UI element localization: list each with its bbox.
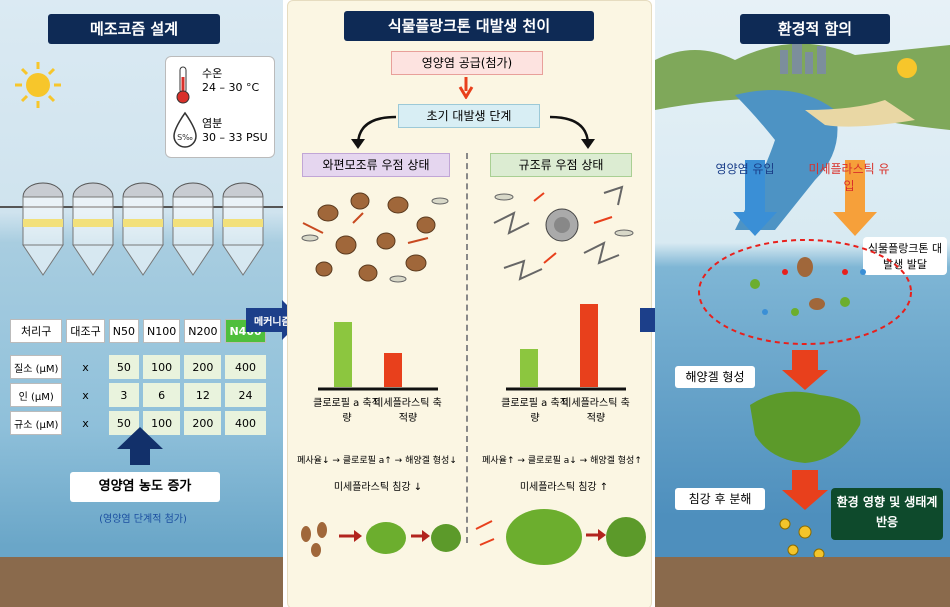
temp-label: 수온: [202, 67, 223, 80]
inflow-arrows-icon: [733, 160, 877, 236]
thermometer-icon: [176, 66, 190, 104]
table-row: 인 (μM) x 3 6 12 24: [10, 383, 266, 407]
salinity-label: 염분: [202, 117, 223, 130]
mesocosm-title: 메조코즘 설계: [48, 14, 220, 44]
diatom-illustration: [493, 185, 634, 281]
table-cell: x: [82, 388, 89, 402]
sink-right: 미세플라스틱 침강 ↑: [519, 482, 609, 493]
table-cell: 3: [108, 383, 139, 407]
gel-formation-right-illustration: [475, 509, 646, 565]
chain-right: 폐사율↑ → 클로로필 a↓ → 해양겔 형성↑: [482, 456, 642, 466]
sink-down-arrow-icon: [782, 470, 828, 510]
table-cell: 6: [142, 383, 181, 407]
dinoflagellate-illustration: [301, 192, 449, 283]
table-header-cell: 처리구: [10, 319, 63, 343]
table-row: 규소 (μM) x 50 100 200 400: [10, 411, 266, 435]
treatment-table: 처리구 대조구 N50 N100 N200 N400 질소 (μM) x 50 …: [6, 315, 270, 439]
table-cell: 400: [225, 355, 266, 379]
bar-dino-chlorophyll: [334, 322, 352, 387]
supply-label: 영양염 공급(첨가): [391, 51, 543, 75]
chain-left: 폐사율↓ → 클로로필 a↑ → 해양겔 형성↓: [297, 456, 457, 466]
dino-dominant-label: 와편모조류 우점 상태: [302, 153, 450, 177]
bloom-ellipse: [698, 239, 912, 345]
table-cell: 200: [184, 355, 222, 379]
bar-dino-microplastic: [384, 353, 402, 387]
seafloor: [0, 557, 283, 607]
nutrient-inflow-label: 영양염 유입: [715, 162, 775, 176]
gel-formation-left-illustration: [301, 522, 461, 557]
row-label: 질소 (μM): [10, 355, 63, 379]
salinity-value: 30 – 33 PSU: [202, 131, 268, 144]
bar-diatom-chlorophyll: [520, 349, 538, 387]
row-label: 인 (μM): [10, 383, 63, 407]
table-row: 질소 (μM) x 50 100 200 400: [10, 355, 266, 379]
mesocosm-bag: [172, 182, 214, 276]
conditions-box: 수온 24 – 30 °C S‰ 염분 30 – 33 PSU: [165, 56, 275, 158]
mesocosm-bags: [0, 182, 283, 276]
down-arrow-icon: [458, 77, 474, 99]
sink-left: 미세플라스틱 침강 ↓: [333, 482, 423, 493]
bloom-development-label: 식물플랑크톤 대발생 발달: [863, 237, 947, 275]
mesocosm-bag: [122, 182, 164, 276]
table-cell: 12: [184, 383, 222, 407]
salinity-icon-text: S‰: [177, 133, 193, 142]
table-header-row: 처리구 대조구 N50 N100 N200 N400: [10, 319, 266, 343]
mp-label-left: 미세플라스틱 축적량: [374, 398, 442, 424]
marine-gel-illustration: [750, 391, 861, 463]
implications-panel: 환경적 함의 영양염 유입 미세플라스틱 유입 식물플랑크톤 대발생 발달 해양…: [655, 0, 950, 607]
divider: [466, 153, 468, 543]
table-cell: 24: [225, 383, 266, 407]
table-cell: x: [82, 360, 89, 374]
mesocosm-bag: [222, 182, 264, 276]
initial-stage-label: 초기 대발생 단계: [398, 104, 540, 128]
table-cell: 400: [225, 411, 266, 435]
table-cell: 50: [108, 355, 139, 379]
succession-title: 식물플랑크톤 대발생 천이: [344, 11, 594, 41]
mesocosm-bag: [22, 182, 64, 276]
chl-label-left: 클로로필 a 축적량: [313, 398, 381, 424]
impact-label: 환경 영향 및 생태계 반응: [831, 488, 943, 540]
salinity-drop-icon: S‰: [173, 111, 197, 148]
microplastic-inflow-label: 미세플라스틱 유입: [808, 162, 890, 193]
sediment-particles-illustration: [774, 518, 825, 567]
nutrient-step-label: (영양염 단계적 첨가): [99, 514, 187, 525]
row-label: 규소 (μM): [10, 411, 63, 435]
bar-diatom-microplastic: [580, 304, 598, 387]
sun-icon: [15, 62, 61, 108]
up-arrow-icon: [117, 427, 163, 465]
sink-decompose-label: 침강 후 분해: [675, 488, 765, 510]
temp-value: 24 – 30 °C: [202, 81, 260, 94]
mesocosm-bag: [72, 182, 114, 276]
nutrient-increase-label: 영양염 농도 증가: [70, 472, 220, 502]
table-cell: 100: [142, 411, 181, 435]
mesocosm-panel: 메조코즘 설계 수온 24 – 30 °C S‰ 염분 30 – 33 PSU: [0, 0, 283, 607]
table-cell: 200: [184, 411, 222, 435]
table-cell: x: [82, 416, 89, 430]
table-header-cell: N50: [108, 319, 139, 343]
chl-label-right: 클로로필 a 축적량: [501, 398, 569, 424]
mp-label-right: 미세플라스틱 축적량: [562, 398, 630, 424]
accumulation-bars: [318, 304, 626, 391]
table-cell: 100: [142, 355, 181, 379]
table-header-cell: N200: [184, 319, 222, 343]
table-header-cell: N100: [142, 319, 181, 343]
diatom-dominant-label: 규조류 우점 상태: [490, 153, 632, 177]
table-header-cell: 대조구: [66, 319, 105, 343]
branch-arrows-icon: [351, 115, 595, 149]
seafloor: [655, 557, 950, 607]
implications-title: 환경적 함의: [740, 14, 890, 44]
gel-down-arrow-icon: [782, 350, 828, 390]
mechanism-label: 메커니즘: [254, 317, 291, 328]
table-cell: 50: [108, 411, 139, 435]
gel-formation-label: 해양겔 형성: [675, 366, 755, 388]
succession-panel: 식물플랑크톤 대발생 천이 영양염 공급(첨가) 초기 대발생 단계 와편모조류…: [287, 0, 652, 607]
